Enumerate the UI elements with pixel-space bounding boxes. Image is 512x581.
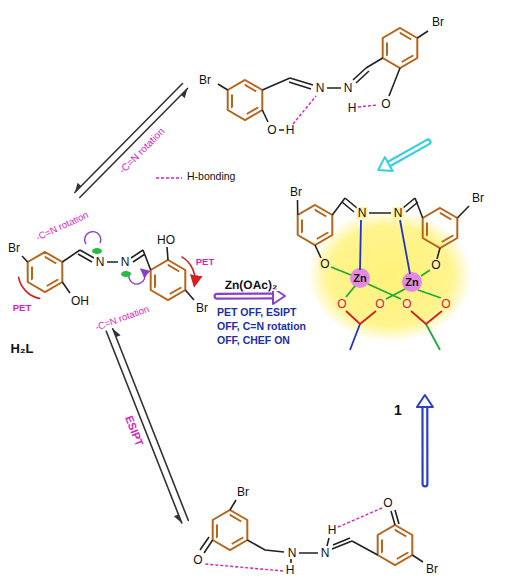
arrow-head (174, 515, 182, 523)
molecule: BrHO-C=N rotationNNPETOHPETBr-C=N rotati… (2, 195, 217, 330)
atom-label: Zn (404, 277, 419, 288)
atom-label: O (319, 258, 330, 270)
connector-line (106, 331, 182, 523)
connector-line (424, 407, 427, 484)
atom-label: O (401, 298, 412, 310)
atom-label: N (120, 256, 131, 268)
atom-label: Br (7, 242, 21, 254)
atom-label: Br (471, 192, 485, 204)
atom-label: Br (431, 16, 445, 28)
lone-pair (92, 248, 102, 254)
atom-label: O (382, 497, 393, 509)
atom-label: O (192, 554, 203, 566)
acetate-bonds (346, 311, 442, 324)
atom-label: N (357, 207, 368, 219)
reaction-arrow (417, 395, 433, 484)
zinc-halo (350, 268, 370, 288)
connector-line (113, 329, 188, 521)
connector-line (421, 407, 428, 484)
atom-label: O (380, 98, 391, 110)
atom-label: OH (70, 295, 90, 307)
atom-label: H (347, 102, 358, 114)
molecule: BrOHONNHBr (185, 484, 445, 578)
atom-label: H (327, 524, 338, 536)
edge-label: Zn(OAc)₂ (224, 279, 279, 291)
atom-label: HO (156, 234, 176, 246)
atom-label: O (374, 298, 385, 310)
atom-label: O (266, 124, 277, 136)
arrow-head (75, 183, 81, 193)
connector-line (389, 142, 428, 164)
atom-label: Br (236, 486, 250, 498)
annotation: -C=N rotation (33, 209, 90, 242)
arrow-head (113, 329, 121, 337)
atom-label: Br (425, 563, 439, 575)
atom-label: N (343, 82, 354, 94)
arrow-head (417, 395, 433, 407)
rotation-arrows (85, 232, 145, 284)
condition-note: PET OFF, ESIPT OFF, C=N rotation OFF, CH… (216, 305, 320, 348)
arrow-head (378, 157, 392, 171)
atom-label: O (336, 298, 347, 310)
atom-label: N (287, 547, 298, 559)
molecule: BrBrNNHOOH (185, 2, 455, 142)
compound-label: H₂L (9, 342, 34, 355)
h-bond-lines (156, 96, 382, 571)
legend-text: H-bonding (186, 171, 236, 182)
compound-label: 1 (393, 403, 403, 417)
bonds (22, 31, 469, 563)
atom-label: Zn (352, 273, 367, 284)
connector-line (80, 88, 188, 197)
atom-label: Br (195, 302, 209, 314)
atom-label: O (430, 259, 441, 271)
atom-label: N (315, 82, 326, 94)
reaction-arrow (378, 142, 428, 171)
molecule: BrBrNNOOZnZnOOOO (285, 170, 507, 395)
atom-label: Br (289, 186, 303, 198)
atom-label: H (285, 564, 296, 576)
pet-arrows (18, 257, 195, 299)
annotation: PET (12, 303, 32, 313)
atom-label: N (320, 547, 331, 559)
atom-label: O (440, 298, 451, 310)
coordination-arrows (331, 267, 441, 350)
atom-label: H (285, 124, 296, 136)
atom-label: Br (198, 74, 212, 86)
coordination-bonds (350, 220, 410, 350)
edge-label: ESIPT (123, 413, 146, 448)
edge-label: -C=N rotation (117, 126, 168, 177)
aromatic-rings (28, 28, 458, 565)
arrow-head (181, 89, 187, 99)
connector-line (75, 84, 183, 193)
connector-line (389, 142, 428, 164)
lone-pair (121, 271, 131, 277)
annotation: -C=N rotation (93, 303, 151, 332)
atom-label: N (95, 256, 106, 268)
connector-line (217, 293, 273, 300)
equilibrium-arrow (75, 84, 188, 198)
connector-line (217, 295, 273, 298)
atom-label: N (393, 207, 404, 219)
equilibrium-arrow (106, 329, 188, 523)
annotation: PET (195, 257, 215, 267)
